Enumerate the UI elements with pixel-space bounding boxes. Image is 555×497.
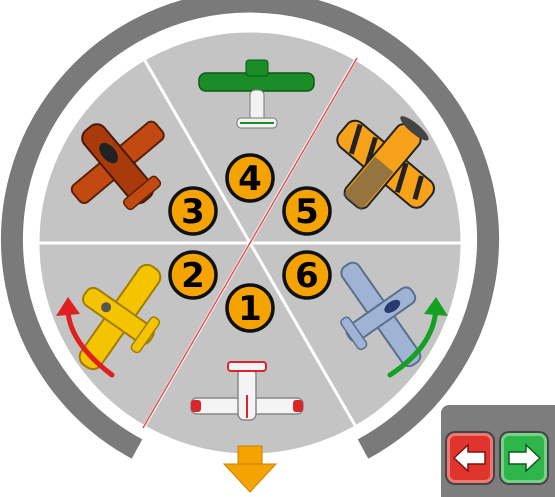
navigation-panel [441,405,555,497]
previous-button[interactable] [447,433,493,483]
slot-badge-4[interactable]: 4 [227,155,273,201]
slot-badge-1[interactable]: 1 [227,285,273,331]
slot-badge-2[interactable]: 2 [170,252,216,298]
slot-badge-label: 1 [238,289,262,329]
next-button[interactable] [501,433,547,483]
slot-badge-label: 2 [181,256,205,296]
arrow-right-icon [506,441,542,475]
arrow-left-icon [452,441,488,475]
slot-badge-label: 3 [181,192,205,232]
slot-badge-label: 5 [295,192,319,232]
slot-badge-3[interactable]: 3 [170,188,216,234]
slot-badge-6[interactable]: 6 [284,252,330,298]
slot-badge-5[interactable]: 5 [284,188,330,234]
slot-badge-label: 6 [295,256,319,296]
slot-badge-label: 4 [238,159,262,199]
